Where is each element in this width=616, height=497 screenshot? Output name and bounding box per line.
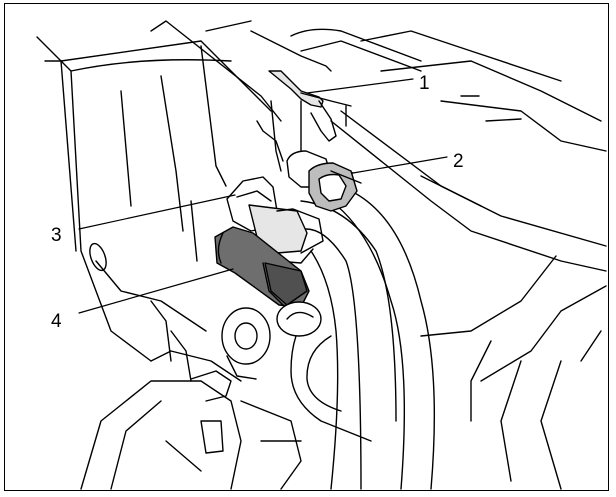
callout-4: 4: [51, 311, 62, 332]
lower-bracket: [80, 300, 302, 490]
leader-line-2: [352, 156, 448, 174]
callout-3: 3: [51, 225, 62, 246]
hose-connection-diagram: 1 2 3 4: [36, 20, 607, 490]
leader-line-3: [78, 194, 236, 230]
upper-pipes: [290, 28, 607, 490]
engine-housing: [36, 20, 332, 362]
callout-1: 1: [419, 73, 430, 94]
illustration-frame: 1 2 3 4: [4, 3, 609, 491]
coupling-sleeve-4: [214, 226, 322, 337]
connector-3: [226, 176, 324, 264]
clamp-2: [286, 150, 362, 212]
eye-bolt: [221, 307, 271, 380]
callout-2: 2: [453, 151, 464, 172]
leader-line-1: [306, 78, 414, 94]
leader-lines: [78, 78, 448, 314]
clip-1: [268, 70, 352, 172]
leader-line-4: [78, 268, 234, 314]
